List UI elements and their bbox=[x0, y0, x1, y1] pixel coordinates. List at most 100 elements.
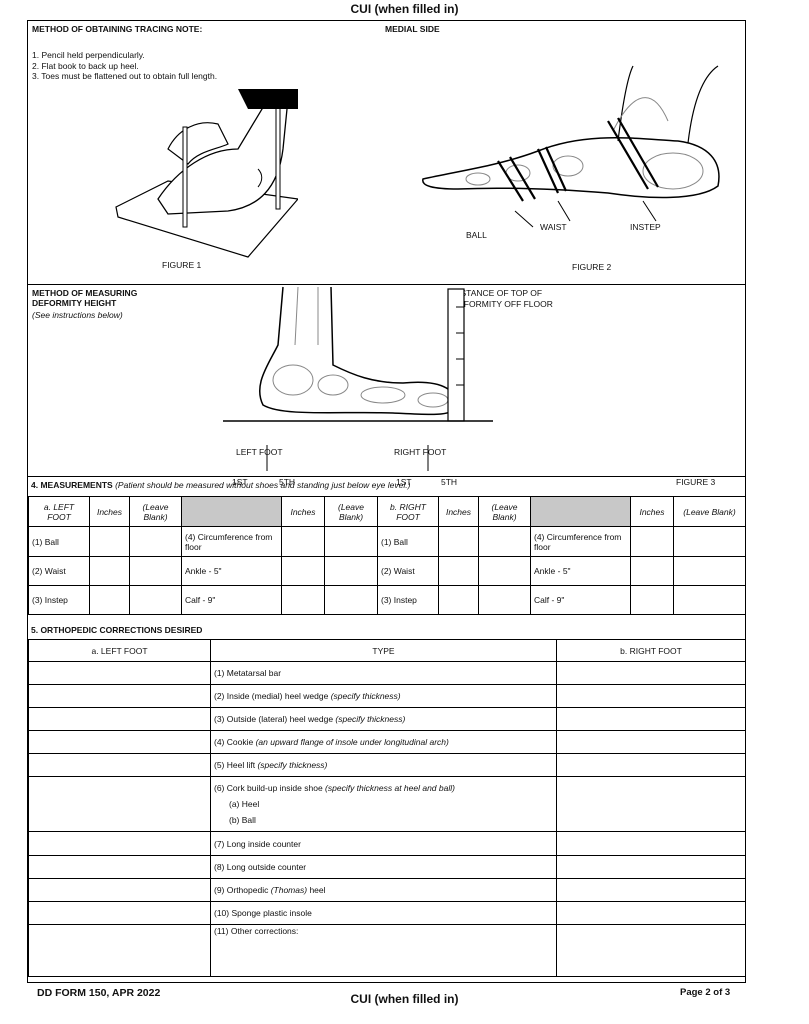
input-cell[interactable] bbox=[129, 526, 182, 557]
row-label: Calf - 9" bbox=[181, 585, 282, 615]
row-label: (4) Circumference from floor bbox=[530, 526, 631, 557]
deformity-title-2: DEFORMITY HEIGHT bbox=[32, 298, 117, 308]
shaded-cell bbox=[181, 496, 282, 527]
type-text: (3) Outside (lateral) heel wedge bbox=[214, 714, 336, 724]
table-row: (6) Cork build-up inside shoe (specify t… bbox=[28, 776, 746, 832]
type-text: (10) Sponge plastic insole bbox=[214, 908, 312, 918]
type-note: (Thomas) bbox=[270, 885, 308, 895]
type-text: (9) Orthopedic bbox=[214, 885, 271, 895]
input-cell[interactable] bbox=[438, 556, 479, 586]
left-entry[interactable] bbox=[28, 661, 211, 685]
deformity-section: METHOD OF MEASURING DEFORMITY HEIGHT (Se… bbox=[28, 285, 745, 487]
correction-type: (5) Heel lift (specify thickness) bbox=[210, 753, 557, 777]
left-entry[interactable] bbox=[28, 924, 211, 977]
left-entry[interactable] bbox=[28, 684, 211, 708]
input-cell[interactable] bbox=[324, 585, 378, 615]
input-cell[interactable] bbox=[478, 556, 531, 586]
input-cell[interactable] bbox=[89, 585, 130, 615]
left-entry[interactable] bbox=[28, 707, 211, 731]
left-foot-header: a. LEFT FOOT bbox=[28, 496, 90, 527]
input-cell[interactable] bbox=[673, 526, 746, 557]
measurements-title: 4. MEASUREMENTS bbox=[31, 480, 113, 490]
cui-header: CUI (when filled in) bbox=[350, 2, 459, 16]
correction-type: (9) Orthopedic (Thomas) heel bbox=[210, 878, 557, 902]
table-row: (3) Outside (lateral) heel wedge (specif… bbox=[28, 707, 746, 731]
input-cell[interactable] bbox=[89, 556, 130, 586]
left-entry[interactable] bbox=[28, 855, 211, 879]
tracing-title: METHOD OF OBTAINING TRACING NOTE: bbox=[32, 24, 203, 34]
right-entry[interactable] bbox=[556, 855, 746, 879]
right-entry[interactable] bbox=[556, 831, 746, 856]
left-entry[interactable] bbox=[28, 878, 211, 902]
distance-label-1: DISTANCE OF TOP OF bbox=[452, 288, 543, 298]
type-text: (2) Inside (medial) heel wedge bbox=[214, 691, 331, 701]
correction-type: (11) Other corrections: bbox=[210, 924, 557, 977]
correction-type: (8) Long outside counter bbox=[210, 855, 557, 879]
corr-left-header: a. LEFT FOOT bbox=[28, 639, 211, 662]
type-text: (11) Other corrections: bbox=[214, 926, 299, 936]
table-row: (5) Heel lift (specify thickness) bbox=[28, 753, 746, 777]
left-entry[interactable] bbox=[28, 901, 211, 925]
input-cell[interactable] bbox=[438, 585, 479, 615]
left-entry[interactable] bbox=[28, 753, 211, 777]
input-cell[interactable] bbox=[630, 556, 674, 586]
figure2-label: FIGURE 2 bbox=[572, 262, 612, 272]
input-cell[interactable] bbox=[129, 556, 182, 586]
left-entry[interactable] bbox=[28, 831, 211, 856]
form-frame: METHOD OF OBTAINING TRACING NOTE: MEDIAL… bbox=[27, 20, 746, 983]
figure3-label: FIGURE 3 bbox=[676, 477, 716, 487]
right-entry[interactable] bbox=[556, 707, 746, 731]
row-label: (3) Instep bbox=[28, 585, 90, 615]
right-entry[interactable] bbox=[556, 776, 746, 832]
input-cell[interactable] bbox=[324, 556, 378, 586]
input-cell[interactable] bbox=[281, 526, 325, 557]
right-entry[interactable] bbox=[556, 878, 746, 902]
right-entry[interactable] bbox=[556, 661, 746, 685]
input-cell[interactable] bbox=[281, 585, 325, 615]
input-cell[interactable] bbox=[438, 526, 479, 557]
input-cell[interactable] bbox=[478, 585, 531, 615]
row-label: (4) Circumference from floor bbox=[181, 526, 282, 557]
input-cell[interactable] bbox=[673, 585, 746, 615]
left-entry[interactable] bbox=[28, 776, 211, 832]
input-cell[interactable] bbox=[478, 526, 531, 557]
right-entry[interactable] bbox=[556, 730, 746, 754]
input-cell[interactable] bbox=[281, 556, 325, 586]
sub-heel: (a) Heel bbox=[229, 799, 260, 809]
right-entry[interactable] bbox=[556, 684, 746, 708]
input-cell[interactable] bbox=[673, 556, 746, 586]
row-label: (2) Waist bbox=[377, 556, 439, 586]
waist-label: WAIST bbox=[540, 222, 567, 232]
table-row: (10) Sponge plastic insole bbox=[28, 901, 746, 925]
table-row: (9) Orthopedic (Thomas) heel bbox=[28, 878, 746, 902]
row-label: (1) Ball bbox=[28, 526, 90, 557]
table-row: (2) Inside (medial) heel wedge (specify … bbox=[28, 684, 746, 708]
type-text: (7) Long inside counter bbox=[214, 838, 301, 849]
instep-label: INSTEP bbox=[630, 222, 661, 232]
right-entry[interactable] bbox=[556, 753, 746, 777]
type-tail: heel bbox=[307, 885, 326, 895]
correction-type: (1) Metatarsal bar bbox=[210, 661, 557, 685]
correction-type: (6) Cork build-up inside shoe (specify t… bbox=[210, 776, 557, 832]
input-cell[interactable] bbox=[630, 585, 674, 615]
right-entry[interactable] bbox=[556, 924, 746, 977]
type-text: (1) Metatarsal bar bbox=[214, 668, 282, 678]
row-label: (3) Instep bbox=[377, 585, 439, 615]
input-cell[interactable] bbox=[89, 526, 130, 557]
measurements-note: (Patient should be measured without shoe… bbox=[115, 480, 411, 490]
corrections-table: a. LEFT FOOT TYPE b. RIGHT FOOT (1) Meta… bbox=[28, 639, 746, 977]
inches-header: Inches bbox=[630, 496, 674, 527]
correction-type: (4) Cookie (an upward flange of insole u… bbox=[210, 730, 557, 754]
right-entry[interactable] bbox=[556, 901, 746, 925]
input-cell[interactable] bbox=[630, 526, 674, 557]
left-entry[interactable] bbox=[28, 730, 211, 754]
right-foot-header: b. RIGHT FOOT bbox=[377, 496, 439, 527]
correction-type: (7) Long inside counter bbox=[210, 831, 557, 856]
input-cell[interactable] bbox=[324, 526, 378, 557]
input-cell[interactable] bbox=[129, 585, 182, 615]
type-note: (specify thickness at heel and ball) bbox=[325, 783, 455, 793]
type-text: (5) Heel lift bbox=[214, 760, 258, 770]
type-note: (specify thickness) bbox=[257, 760, 328, 770]
tracing-notes: 1. Pencil held perpendicularly. 2. Flat … bbox=[32, 50, 217, 82]
right-foot-label: RIGHT FOOT bbox=[394, 447, 447, 457]
